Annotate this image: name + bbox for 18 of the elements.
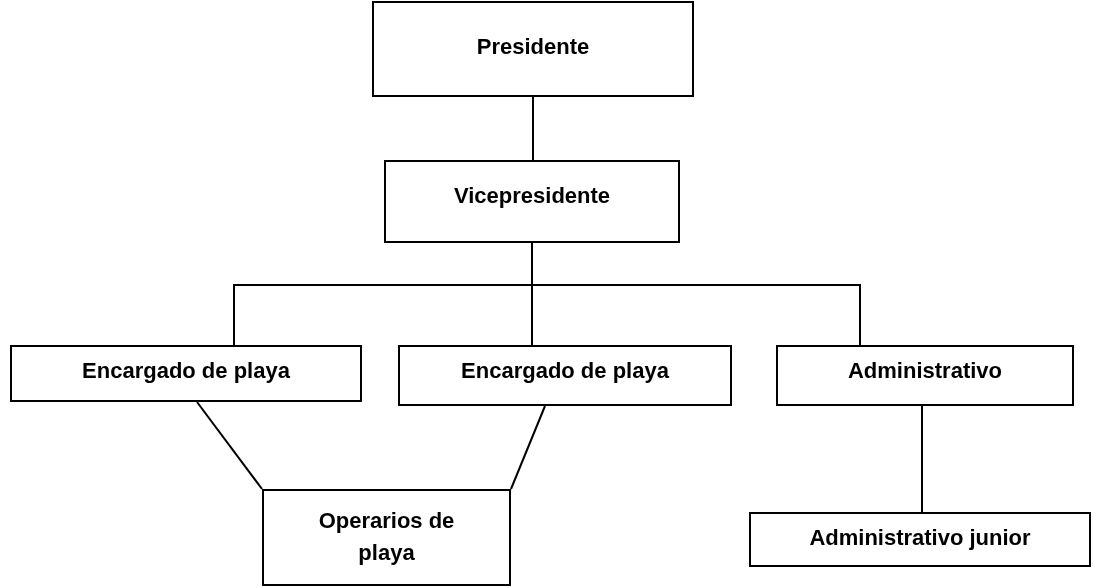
connector-line <box>921 405 923 513</box>
connector-line <box>510 405 546 490</box>
role-label: Presidente <box>475 33 591 61</box>
org-box <box>10 345 362 402</box>
connector-line <box>196 401 263 490</box>
org-box <box>262 489 511 586</box>
org-box <box>398 345 732 406</box>
org-box <box>372 1 694 97</box>
role-label: Encargado de playa <box>460 357 670 385</box>
org-box <box>776 345 1074 406</box>
role-label: Administrativo <box>847 357 1003 385</box>
role-label: Encargado de playa <box>81 357 291 385</box>
role-label: Vicepresidente <box>452 182 612 210</box>
org-box <box>384 160 680 243</box>
role-label: Operarios de playa <box>317 507 456 567</box>
role-label: Administrativo junior <box>808 524 1032 552</box>
org-box <box>749 512 1091 567</box>
connector-line <box>532 96 534 161</box>
